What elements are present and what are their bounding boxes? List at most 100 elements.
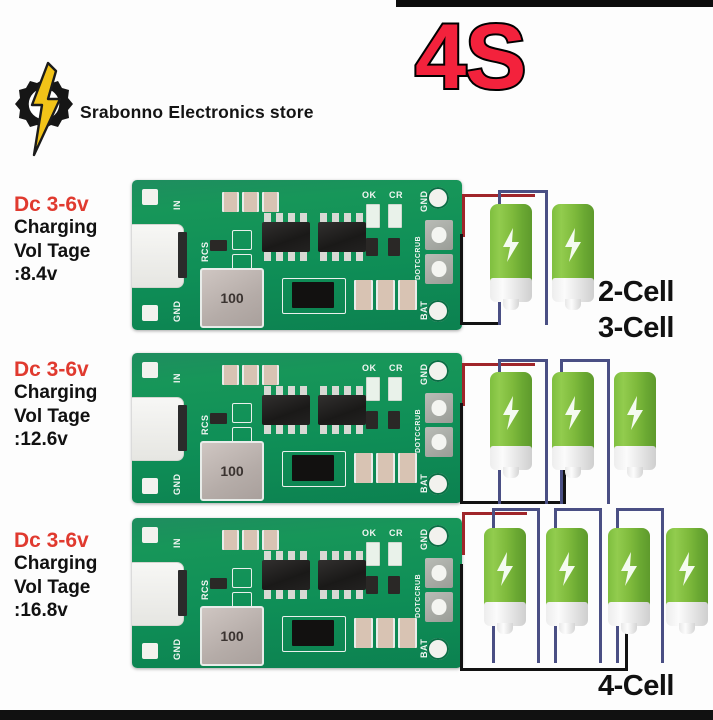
ic-leg — [332, 425, 339, 434]
ic-leg — [264, 252, 271, 261]
series-badge-4s: 4S — [413, 6, 529, 108]
mounting-pad — [427, 187, 449, 209]
battery-cell — [484, 528, 526, 636]
ic-chip — [318, 395, 366, 425]
smd-resistor — [376, 618, 395, 648]
bottom-black-bar — [0, 710, 713, 720]
terminal-bat-negative — [425, 254, 453, 284]
ic-leg — [332, 386, 339, 395]
silk-part-number: DOTCCRUB — [415, 235, 422, 280]
lightning-bolt-icon — [625, 396, 645, 430]
ic-leg — [288, 425, 295, 434]
mosfet-component — [292, 282, 334, 308]
ic-leg — [332, 551, 339, 560]
ic-chip — [262, 222, 310, 252]
usb-c-pins — [178, 405, 187, 451]
smd-resistor — [354, 453, 373, 483]
mounting-pad — [142, 362, 158, 378]
voltage-label: Vol Tage — [14, 240, 91, 262]
gear-lightning-bolt-logo-icon — [8, 59, 80, 159]
mounting-pad — [427, 300, 449, 322]
lightning-bolt-icon — [563, 228, 583, 262]
silk-outline — [232, 568, 252, 588]
silk-gnd-left: GND — [172, 473, 182, 496]
terminal-bat-positive — [425, 220, 453, 250]
input-voltage-label: Dc 3-6v — [14, 529, 89, 552]
charging-label: Charging — [14, 382, 98, 404]
ic-leg — [300, 252, 307, 261]
ic-leg — [276, 213, 283, 222]
led-ok-indicator — [366, 204, 380, 228]
usb-c-connector — [132, 224, 184, 288]
led-cr-indicator — [388, 542, 402, 566]
battery-pack-4cell: 4-Cell — [460, 508, 713, 707]
smd-resistor — [262, 192, 279, 212]
smd-component — [366, 411, 378, 429]
inductor-100: 100 — [200, 268, 264, 328]
battery-cell — [608, 528, 650, 636]
battery-pack-3cell — [460, 347, 713, 522]
ic-leg — [276, 386, 283, 395]
silk-rcs: RCS — [200, 414, 210, 435]
silk-ok: OK — [362, 528, 377, 538]
ic-leg — [332, 213, 339, 222]
ic-leg — [320, 425, 327, 434]
mounting-pad — [142, 527, 158, 543]
silk-rcs: RCS — [200, 241, 210, 262]
led-cr-indicator — [388, 377, 402, 401]
terminal-bat-negative — [425, 427, 453, 457]
lightning-bolt-icon — [501, 228, 521, 262]
terminal-bat-positive — [425, 558, 453, 588]
smd-component — [366, 238, 378, 256]
mounting-pad — [427, 638, 449, 660]
battery-cell — [552, 204, 594, 312]
smd-component — [210, 578, 227, 589]
ic-leg — [264, 386, 271, 395]
input-voltage-label: Dc 3-6v — [14, 193, 89, 216]
spec-label-3cell: Dc 3-6v Charging Vol Tage :12.6v — [14, 358, 136, 452]
battery-cell — [490, 204, 532, 312]
silk-bat: BAT — [419, 300, 429, 320]
ic-chip — [318, 560, 366, 590]
lightning-bolt-icon — [677, 552, 697, 586]
battery-cell — [552, 372, 594, 480]
smd-resistor — [262, 530, 279, 550]
smd-resistor — [376, 280, 395, 310]
inductor-100: 100 — [200, 441, 264, 501]
smd-resistor — [242, 365, 259, 385]
mounting-pad — [427, 525, 449, 547]
smd-component — [388, 576, 400, 594]
ic-leg — [264, 590, 271, 599]
lightning-bolt-icon — [619, 552, 639, 586]
ic-leg — [344, 425, 351, 434]
silk-cr: CR — [389, 363, 403, 373]
silk-ok: OK — [362, 363, 377, 373]
ic-leg — [264, 425, 271, 434]
smd-resistor — [222, 365, 239, 385]
voltage-value: :16.8v — [14, 600, 68, 622]
smd-resistor — [398, 453, 417, 483]
mounting-pad — [142, 643, 158, 659]
inductor-100: 100 — [200, 606, 264, 666]
ic-leg — [276, 551, 283, 560]
header: Srabonno Electronics store 4S — [0, 7, 713, 172]
ic-chip — [262, 395, 310, 425]
smd-resistor — [222, 530, 239, 550]
usb-c-pins — [178, 232, 187, 278]
ic-leg — [300, 551, 307, 560]
battery-cell — [614, 372, 656, 480]
usb-c-pins — [178, 570, 187, 616]
ic-leg — [300, 386, 307, 395]
ic-leg — [320, 590, 327, 599]
ic-chip — [318, 222, 366, 252]
battery-cell — [666, 528, 708, 636]
silk-gnd: GND — [419, 363, 429, 386]
silk-in: IN — [172, 373, 182, 383]
mounting-pad — [142, 189, 158, 205]
mounting-pad — [427, 473, 449, 495]
silk-gnd-left: GND — [172, 300, 182, 323]
smd-resistor — [354, 280, 373, 310]
ic-leg — [288, 252, 295, 261]
board-row-3cell: Dc 3-6v Charging Vol Tage :12.6v IN GND … — [0, 347, 713, 522]
